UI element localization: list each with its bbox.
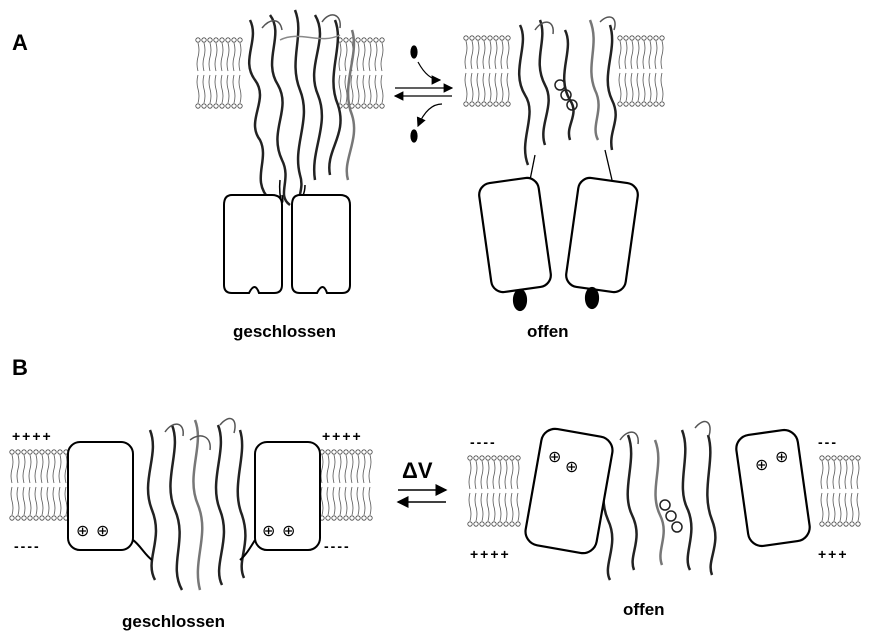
sensor-charge-mark: ⊕ [755,455,768,474]
sensor-charge-mark: ⊕ [565,457,578,476]
bilayer-a-open-right [618,36,664,106]
bilayer-b-open-left [468,456,520,526]
open-channel-helices-b [603,422,715,580]
closed-domains-a [224,195,350,293]
bilayer-a-open-left [464,36,510,106]
closed-domains-b [68,442,320,560]
charge-closed-right-top: ++++ [322,428,363,444]
ligand-binding-arrows [395,46,452,142]
bilayer-a-closed-left [196,38,242,108]
open-linkers-a [530,150,612,180]
charge-closed-right-bottom: ---- [324,538,351,554]
lipid-bilayers [10,36,860,526]
panel-a-closed-caption: geschlossen [233,322,336,342]
bilayer-b-closed-left [10,450,68,520]
sensor-charge-mark: ⊕ [96,521,109,540]
sensor-charge-mark: ⊕ [76,521,89,540]
charge-open-left-top: ---- [470,434,497,450]
charge-open-left-bottom: ++++ [470,546,511,562]
open-domains-b [523,427,811,556]
voltage-equilibrium-arrows [398,490,446,502]
sensor-charge-mark: ⊕ [282,521,295,540]
bilayer-b-open-right [820,456,860,526]
open-domains-a [478,176,640,310]
closed-channel-helices-b [148,419,245,590]
sensor-charge-mark: ⊕ [548,447,561,466]
panel-b-open-caption: offen [623,600,665,620]
panel-a-open-caption: offen [527,322,569,342]
bilayer-a-closed-right [338,38,384,108]
bilayer-b-closed-right [320,450,372,520]
sensor-charge-mark: ⊕ [775,447,788,466]
panel-a-label: A [12,30,28,56]
panel-b-closed-caption: geschlossen [122,612,225,632]
closed-channel-helices-a [249,10,354,210]
charge-closed-left-bottom: ---- [14,538,41,554]
charge-closed-left-top: ++++ [12,428,53,444]
sensor-charge-mark: ⊕ [262,521,275,540]
voltage-label: ΔV [402,458,433,484]
open-channel-helices-a [519,17,615,165]
panel-b-label: B [12,355,28,381]
charge-open-right-bottom: +++ [818,546,849,562]
charge-open-right-top: --- [818,434,838,450]
